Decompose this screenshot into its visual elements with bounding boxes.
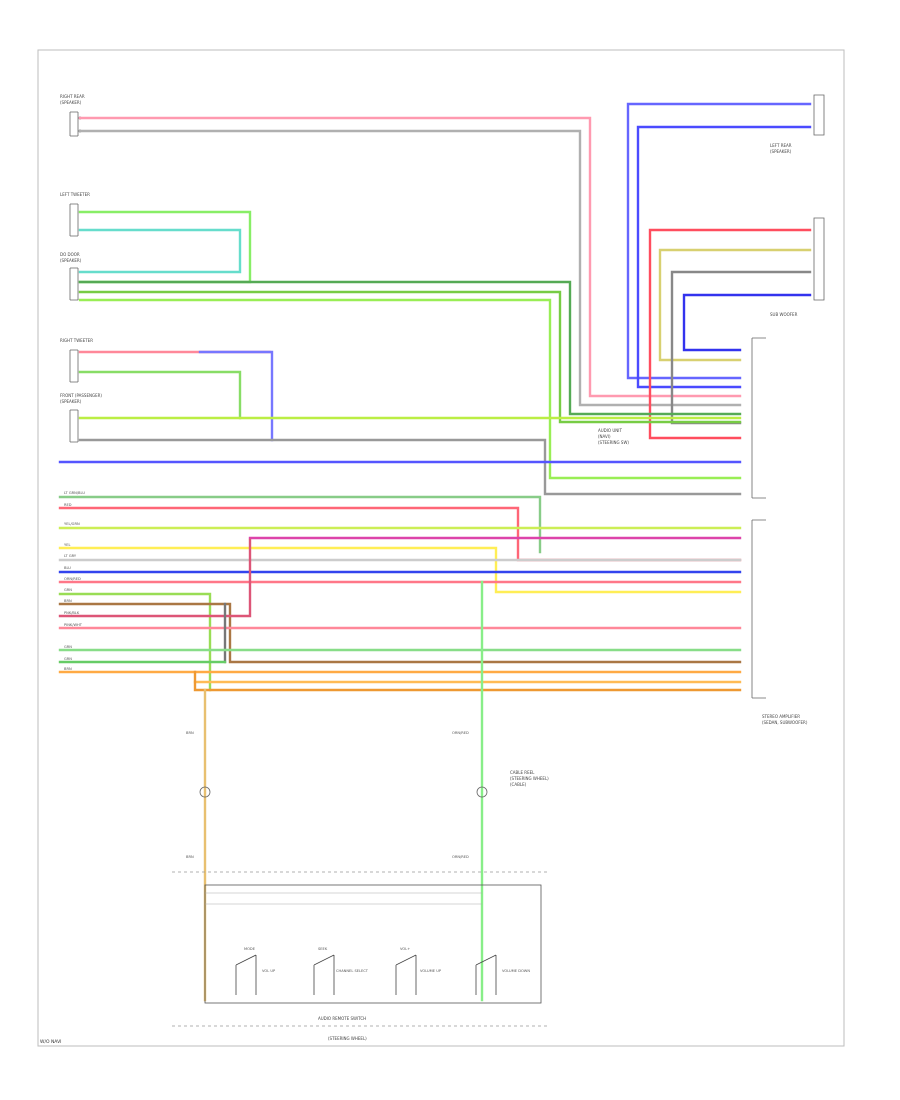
svg-text:ORN/RED: ORN/RED [452, 855, 469, 859]
svg-text:RIGHT REAR: RIGHT REAR [60, 94, 85, 99]
wire-olive-sw [658, 248, 812, 362]
svg-text:(CABLE): (CABLE) [510, 782, 527, 787]
svg-text:MODE: MODE [244, 947, 256, 951]
svg-text:CABLE REEL: CABLE REEL [510, 770, 535, 775]
left-door-speaker: DO DOOR (SPEAKER) [60, 252, 82, 301]
front-right-speaker: FRONT (PASSENGER) (SPEAKER) [60, 393, 102, 443]
wire-gray-rr [78, 129, 742, 407]
svg-text:PINK/WHT: PINK/WHT [64, 623, 83, 627]
wire-blue-sw [682, 293, 812, 352]
svg-text:CHANNEL SELECT: CHANNEL SELECT [336, 969, 369, 973]
svg-text:BLU: BLU [64, 566, 71, 570]
diagram-frame [37, 49, 845, 1047]
wire-grn-2 [58, 592, 212, 692]
steering-switch-label: AUDIO REMOTE SWITCH [318, 1016, 366, 1021]
svg-text:PNK/BLK: PNK/BLK [64, 611, 80, 615]
left-rear-speaker-right: LEFT REAR (SPEAKER) [770, 94, 825, 154]
svg-text:(SPEAKER): (SPEAKER) [60, 100, 82, 105]
wire-pink-rr [78, 116, 742, 398]
wire-ltgrnblu [58, 495, 542, 554]
svg-text:RIGHT TWEETER: RIGHT TWEETER [60, 338, 93, 343]
svg-text:BRN: BRN [186, 855, 194, 859]
right-rear-speaker: RIGHT REAR (SPEAKER) [60, 94, 85, 137]
svg-text:GRN: GRN [64, 588, 72, 592]
left-wire-labels: LT GRN/BLU RED YEL/GRN YEL LT GRY BLU OR… [64, 491, 85, 671]
svg-text:RED: RED [64, 503, 72, 507]
svg-text:(SPEAKER): (SPEAKER) [60, 258, 82, 263]
svg-text:STEREO AMPLIFIER: STEREO AMPLIFIER [762, 714, 800, 719]
svg-text:LEFT REAR: LEFT REAR [770, 143, 792, 148]
svg-text:VOLUME UP: VOLUME UP [420, 969, 442, 973]
svg-text:SUB WOOFER: SUB WOOFER [770, 312, 798, 317]
wire-green-ds2 [78, 290, 742, 424]
svg-text:LT GRY: LT GRY [64, 554, 77, 558]
sub-woofer: SUB WOOFER [770, 217, 825, 317]
wire-yel [58, 546, 742, 594]
switch-vol-down: VOLUME DOWN [475, 954, 530, 995]
wire-brn [58, 602, 742, 664]
svg-text:(NAVI): (NAVI) [598, 434, 611, 439]
svg-text:DO DOOR: DO DOOR [60, 252, 80, 257]
svg-text:LT GRN/BLU: LT GRN/BLU [64, 491, 85, 495]
wire-blue-lr2 [636, 125, 812, 389]
steering-switch-sublabel: (STEERING WHEEL) [328, 1036, 367, 1041]
audio-unit-connector: STEREO AMPLIFIER (SEDAN, SUBWOOFER) [751, 337, 808, 725]
wire-green-rt [78, 370, 242, 420]
svg-text:YEL/GRN: YEL/GRN [64, 522, 80, 526]
svg-text:ORN/RED: ORN/RED [64, 577, 81, 581]
switch-seek: SEEK CHANNEL SELECT [313, 947, 369, 995]
svg-text:(SPEAKER): (SPEAKER) [770, 149, 792, 154]
svg-text:AUDIO UNIT: AUDIO UNIT [598, 428, 622, 433]
svg-text:(STEERING WHEEL): (STEERING WHEEL) [510, 776, 549, 781]
svg-text:GRN: GRN [64, 657, 72, 661]
footer-label: W/O NAVI [40, 1039, 62, 1045]
wire-blue-lr1 [626, 102, 812, 380]
wire-darkgreen-ds1 [78, 280, 742, 416]
wire-orn-3 [193, 670, 742, 692]
cable-reel: CABLE REEL (STEERING WHEEL) (CABLE) BRN … [186, 731, 549, 859]
wire-red-2 [58, 506, 742, 562]
svg-text:ORN/RED: ORN/RED [452, 731, 469, 735]
svg-text:GRN: GRN [64, 645, 72, 649]
steering-switch: MODE VOL UP SEEK CHANNEL SELECT VOL+ VOL… [204, 884, 542, 1004]
wire-gray-fr [78, 438, 742, 496]
svg-text:LEFT TWEETER: LEFT TWEETER [60, 192, 90, 197]
svg-text:(STEERING SW): (STEERING SW) [598, 440, 629, 445]
audio-unit-label: AUDIO UNIT (NAVI) (STEERING SW) [598, 428, 629, 445]
svg-text:(SEDAN, SUBWOOFER): (SEDAN, SUBWOOFER) [762, 720, 808, 725]
svg-text:BRN: BRN [64, 599, 72, 603]
wire-lgreen-ds3 [78, 298, 742, 480]
svg-text:BRN: BRN [64, 667, 72, 671]
wire-blue-rt [198, 350, 274, 442]
left-tweeter: LEFT TWEETER [60, 192, 90, 237]
right-tweeter: RIGHT TWEETER [60, 338, 93, 383]
svg-text:(SPEAKER): (SPEAKER) [60, 399, 82, 404]
wire-pnkblk [58, 538, 252, 618]
svg-text:YEL: YEL [64, 543, 70, 547]
svg-text:BRN: BRN [186, 731, 194, 735]
svg-text:FRONT (PASSENGER): FRONT (PASSENGER) [60, 393, 102, 398]
wire-cyan-lt2 [78, 228, 242, 274]
switch-mode: MODE VOL UP [235, 947, 276, 995]
wire-red-sw [648, 228, 812, 440]
svg-text:VOLUME DOWN: VOLUME DOWN [502, 969, 530, 973]
switch-vol-up: VOL+ VOLUME UP [395, 947, 442, 995]
svg-text:SEEK: SEEK [318, 947, 328, 951]
svg-text:VOL UP: VOL UP [262, 969, 276, 973]
svg-text:VOL+: VOL+ [400, 947, 410, 951]
